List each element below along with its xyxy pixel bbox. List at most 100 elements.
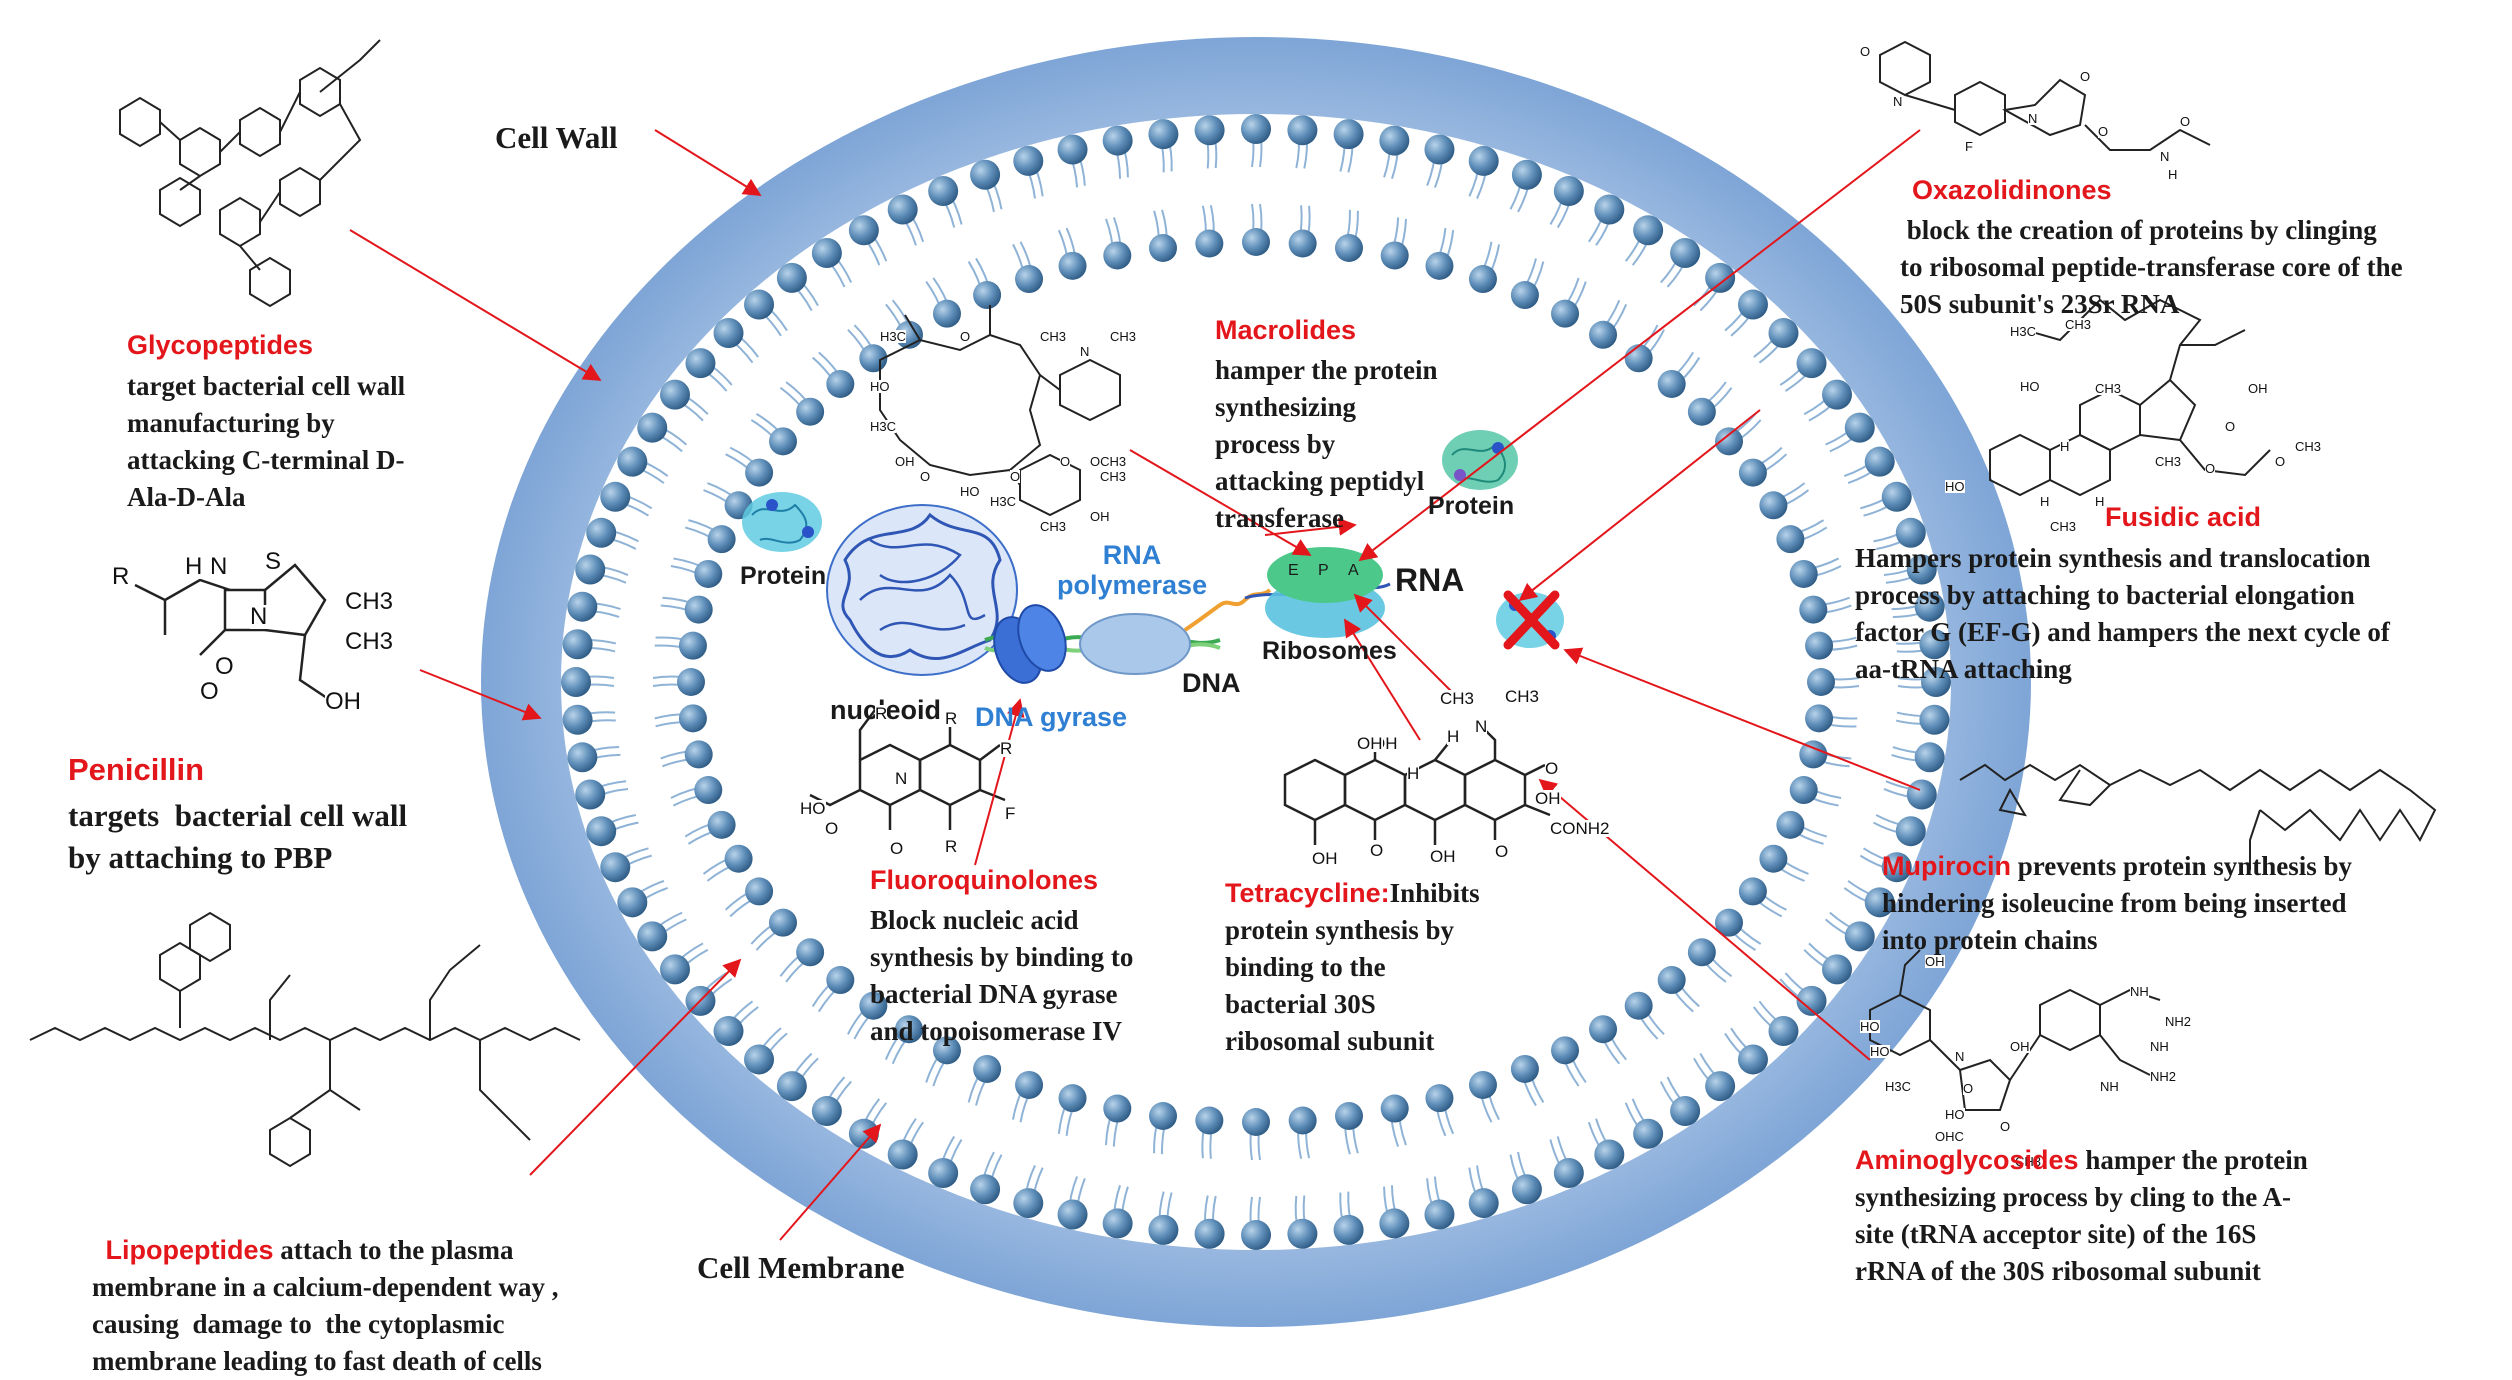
- lipid-head: [659, 379, 690, 410]
- rna-label: RNA: [1395, 562, 1465, 598]
- lipid-head: [1013, 145, 1044, 176]
- lipid-head: [745, 458, 774, 487]
- atom-label-fluoroquinolone: HO: [800, 799, 826, 818]
- arrow-fusidic-acid: [1518, 409, 1761, 602]
- lipid-head: [1895, 816, 1926, 847]
- atom-label-fusidic-acid: H3C: [2010, 324, 2037, 339]
- lipid-head: [970, 1174, 1001, 1205]
- lipid-head: [1657, 369, 1686, 398]
- lipid-head: [1242, 228, 1270, 256]
- lipid-head: [1511, 159, 1542, 190]
- atom-label-penicillin: H: [185, 553, 203, 580]
- ribosome-site-a: A: [1348, 562, 1359, 579]
- lipid-head: [1379, 125, 1410, 156]
- lipid-head: [1906, 779, 1937, 810]
- atom-label-tetracycline: CONH2: [1550, 819, 1610, 838]
- atom-label-macrolide: H3C: [880, 329, 907, 344]
- lipid-head: [1799, 595, 1828, 624]
- atom-label-aminoglycoside: NH: [2130, 984, 2149, 999]
- lipid-head: [637, 921, 668, 952]
- mupirocin-block: Mupirocin prevents protein synthesis by …: [1882, 848, 2352, 959]
- arrow-mupirocin: [1563, 647, 1921, 791]
- lipid-head: [586, 816, 617, 847]
- nucleoid-shape: [826, 504, 1018, 676]
- lipid-head: [1737, 289, 1768, 320]
- lipid-head: [1687, 938, 1716, 967]
- atom-label-fusidic-acid: H: [2040, 494, 2050, 509]
- ribosome-site-e: E: [1288, 562, 1299, 579]
- lipid-head: [887, 1139, 918, 1170]
- lipid-head: [600, 481, 631, 512]
- protein-left-shape: [742, 492, 822, 552]
- lipid-head: [744, 289, 775, 320]
- lipid-head: [1468, 265, 1497, 294]
- rna-polymerase-label: RNA polymerase: [1057, 540, 1208, 600]
- lipid-head: [1287, 1218, 1318, 1249]
- oxazolidinones-description: block the creation of proteins by clingi…: [1900, 215, 2403, 319]
- atom-label-penicillin: S: [265, 548, 282, 575]
- lipid-head: [1287, 115, 1318, 146]
- lipid-head: [678, 631, 707, 660]
- atom-label-macrolide: O: [920, 469, 931, 484]
- atom-label-macrolide: OH: [1090, 509, 1110, 524]
- arrow-cell-membrane: [779, 1123, 882, 1241]
- arrow-macrolides: [1129, 449, 1312, 556]
- lipid-head: [1333, 1214, 1364, 1245]
- lipid-head: [1919, 704, 1950, 735]
- atom-label-penicillin: R: [112, 563, 130, 590]
- atom-label-macrolide: O: [960, 329, 971, 344]
- atom-label-penicillin: CH3: [345, 588, 394, 615]
- lipid-head: [1553, 175, 1584, 206]
- atom-label-aminoglycoside: OHC: [1935, 1129, 1964, 1144]
- atom-label-aminoglycoside: CH3: [2015, 1154, 2042, 1169]
- lipid-head: [744, 1044, 775, 1075]
- lipid-head: [1015, 265, 1044, 294]
- lipid-head: [1424, 1199, 1455, 1230]
- lipid-head: [1738, 877, 1767, 906]
- atom-label-tetracycline: O: [1545, 759, 1559, 778]
- lipid-head: [1333, 119, 1364, 150]
- lipid-head: [637, 412, 668, 443]
- tetracycline-name: Tetracycline:: [1225, 878, 1390, 908]
- atom-label-oxazolidinone: O: [2080, 69, 2091, 84]
- lipid-head: [1551, 299, 1580, 328]
- lipid-head: [1687, 397, 1716, 426]
- atom-label-aminoglycoside: N: [1955, 1049, 1965, 1064]
- lipid-head: [1551, 1036, 1580, 1065]
- lipid-head: [894, 1015, 923, 1044]
- lipid-head: [859, 991, 888, 1020]
- lipid-head: [1657, 966, 1686, 995]
- arrow-fluoroquinolones: [974, 698, 1025, 866]
- inhibition-x-icon: [1503, 590, 1560, 650]
- lipid-head: [1380, 241, 1409, 270]
- lipid-head: [1194, 1218, 1225, 1249]
- oxazolidinone-structure: [1879, 40, 2211, 151]
- atom-label-fusidic-acid: HO: [2020, 379, 2040, 394]
- atom-label-oxazolidinone: H: [2168, 167, 2178, 182]
- lipid-head: [586, 517, 617, 548]
- atom-label-aminoglycoside: O: [2000, 1119, 2011, 1134]
- atom-label-macrolide: O: [1060, 454, 1071, 469]
- lipopeptides-name: Lipopeptides: [105, 1235, 274, 1265]
- atom-label-fluoroquinolone: R: [945, 709, 958, 728]
- lipid-head: [562, 704, 593, 735]
- arrow-cell-wall: [654, 129, 762, 196]
- atom-label-penicillin: N: [250, 603, 268, 630]
- lipid-head: [1241, 1220, 1271, 1250]
- arrow-tetracycline-2: [1353, 593, 1466, 706]
- atom-label-fluoroquinolone: O: [890, 839, 904, 858]
- atom-label-tetracycline: CH3: [1440, 689, 1475, 708]
- lipid-head: [1776, 810, 1805, 839]
- mupirocin-description: prevents protein synthesis by hindering …: [1882, 851, 2353, 955]
- atom-label-oxazolidinone: O: [1860, 44, 1871, 59]
- mupirocin-name: Mupirocin: [1882, 851, 2011, 881]
- atom-label-aminoglycoside: NH2: [2150, 1069, 2177, 1084]
- lipid-head: [1714, 427, 1743, 456]
- ribosome-shape: [1265, 547, 1385, 638]
- ribosome-site-p: P: [1318, 562, 1329, 579]
- lipid-head: [826, 966, 855, 995]
- atom-label-penicillin: O: [215, 653, 234, 680]
- lipid-head: [769, 427, 798, 456]
- lipid-head: [1380, 1094, 1409, 1123]
